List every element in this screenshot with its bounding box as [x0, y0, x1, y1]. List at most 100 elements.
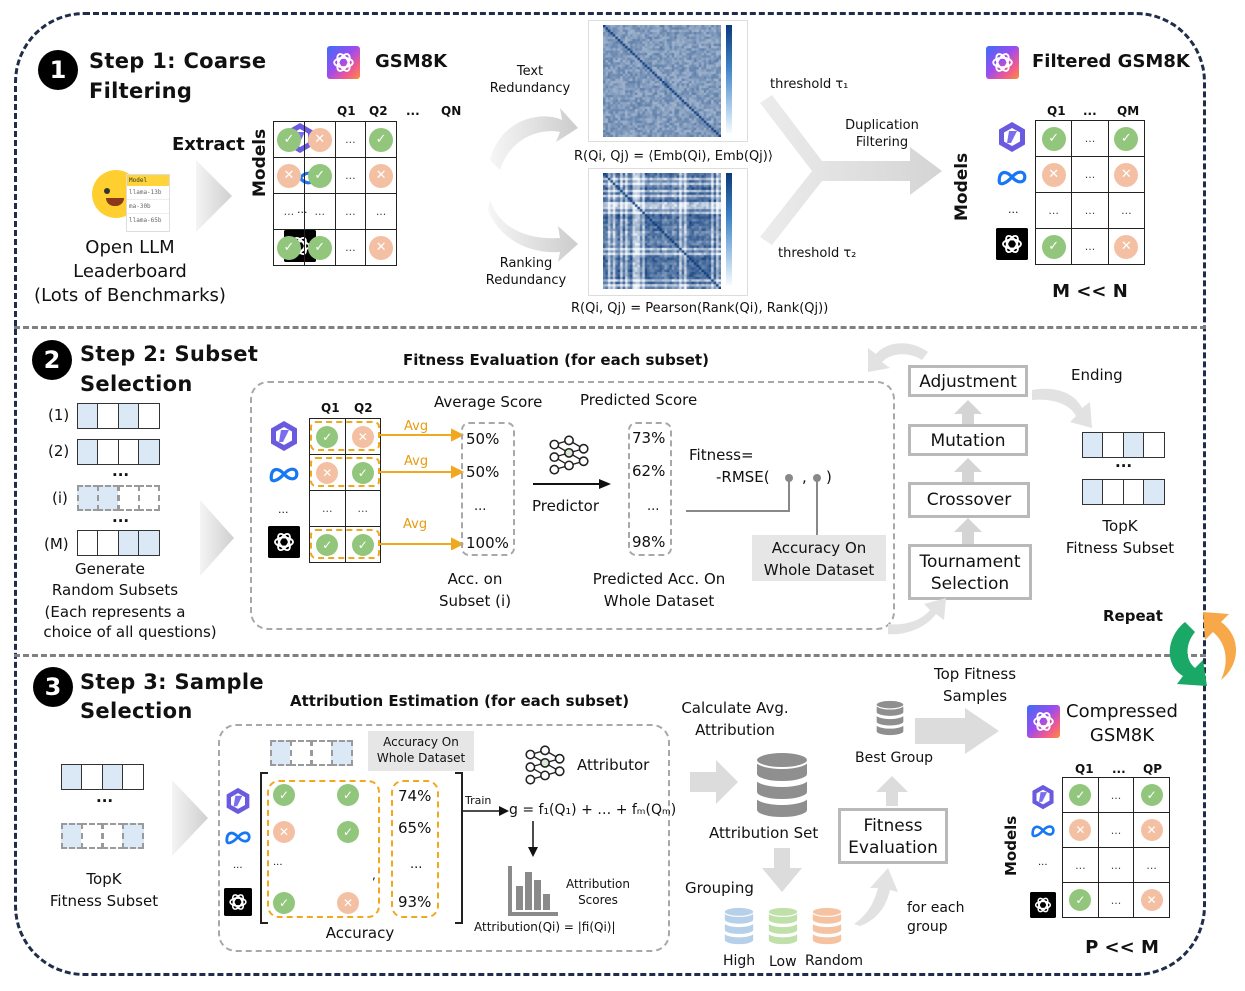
rank-correlation-formula: R(Qi, Qj) = Pearson(Rank(Qi), Rank(Qj)) [571, 301, 829, 316]
correct-mark-icon: ✓ [337, 784, 359, 806]
subset-ellipsis: ... [112, 462, 130, 480]
matrix-cell: ✓ [1062, 882, 1099, 918]
attribution-scores-line2: Scores [578, 893, 618, 907]
wrong-mark-icon: ✕ [1114, 162, 1139, 187]
accuracy-label: Accuracy [325, 924, 395, 942]
topk-to-attribution-arrow-icon [172, 780, 208, 856]
wrong-mark-icon: ✕ [276, 163, 301, 188]
compressed-col-header: QP [1143, 762, 1162, 776]
models-ellipsis: ... [1038, 857, 1048, 868]
matrix-left-bracket [260, 772, 268, 924]
accuracy-whole-dataset-box: Accuracy On Whole Dataset [752, 535, 886, 581]
attribution-estimation-box [218, 724, 670, 952]
correct-mark-icon: ✓ [337, 821, 359, 843]
wrong-mark-icon: ✕ [351, 425, 374, 448]
average-score-title: Average Score [434, 393, 543, 411]
step3-topk-line2: Fitness Subset [49, 892, 159, 910]
accuracy-value: 93% [398, 893, 432, 911]
generate-line4: choice of all questions) [43, 623, 217, 641]
ellipsis-cell-text: ... [375, 205, 387, 218]
subset-label: (M) [44, 535, 69, 553]
wrong-mark-icon: ✕ [1140, 889, 1163, 911]
threshold-1-label: threshold τ₁ [770, 77, 849, 92]
ellipsis-cell-text: ... [1110, 858, 1122, 872]
fitness-eval-line1: Fitness [863, 816, 923, 836]
subset-cell [117, 530, 140, 556]
ellipsis-cell-text: ... [345, 205, 356, 218]
matrix-cell: ✕ [1107, 156, 1146, 193]
fitness-formula-line2: -RMSE( [716, 468, 770, 486]
correct-mark-icon: ✓ [316, 533, 339, 556]
heatmap-colorbar [726, 173, 732, 285]
group-label-low: Low [769, 954, 797, 970]
repeat-label: Repeat [1103, 607, 1163, 625]
filtered-models-axis-label: Models [952, 152, 972, 221]
compressed-col-header: ... [1112, 762, 1126, 776]
subset-cell [138, 403, 160, 429]
acc-subset-line2: Subset (i) [438, 592, 512, 610]
group-label-random: Random [805, 953, 863, 969]
subset-cell [97, 530, 119, 556]
accuracy-whole-line1: Accuracy On [771, 539, 867, 557]
subset-label: (2) [48, 442, 70, 460]
attribution-set-label: Attribution Set [709, 824, 819, 842]
matrix-cell: ✓ [303, 229, 336, 266]
subset-cell [60, 764, 83, 790]
extract-arrow-icon [196, 160, 232, 232]
matrix-cell: ... [1071, 156, 1109, 193]
predicted-score-value: 62% [632, 462, 666, 480]
qwen-icon [1030, 784, 1056, 810]
meta-icon [224, 828, 252, 846]
leaderboard-logo: Model llama-13b ma-30b llama-65b [90, 166, 180, 234]
matrix-cell: ✕ [1133, 882, 1170, 918]
correct-mark-icon: ✓ [276, 235, 301, 260]
accuracy-value: 74% [398, 787, 432, 805]
best-group-up-arrow-icon [876, 776, 908, 806]
correct-mark-icon: ✓ [273, 784, 295, 806]
best-group-label: Best Group [855, 750, 934, 766]
accuracy-whole-line1: Accuracy On [383, 735, 459, 749]
matrix-cell: ... [344, 490, 381, 527]
calc-avg-line2: Attribution [695, 721, 775, 739]
fitness-connector-lines [686, 474, 821, 540]
correct-mark-icon: ✓ [351, 461, 374, 484]
step1-number-badge: 1 [38, 50, 78, 90]
topk-line1: TopK [1102, 517, 1138, 535]
qwen-icon [996, 121, 1028, 153]
matrix-cell: ✕ [365, 157, 397, 194]
acc-subset-line1: Acc. on [447, 570, 503, 588]
step3-title-line2: Selection [80, 699, 193, 723]
correct-mark-icon: ✓ [1069, 784, 1092, 806]
threshold-2-label: threshold τ₂ [778, 246, 857, 261]
subset-cell [76, 439, 99, 465]
matrix-right-bracket [455, 772, 463, 924]
topk-subset-row [1081, 432, 1165, 458]
matrix-cell: ✓ [1034, 120, 1073, 157]
gsm8k-logo-icon [327, 46, 360, 79]
repeat-cycle-icon[interactable] [1163, 610, 1243, 692]
filtered-matrix: ✓...✓✕...✕.........✓...✕ [1034, 120, 1146, 265]
fitness-formula-close: ) [826, 468, 832, 486]
current-subset-row [269, 740, 353, 766]
correct-mark-icon: ✓ [276, 127, 301, 152]
matrix-cell: ... [334, 157, 367, 194]
redundancy-split-arrows-icon [488, 108, 578, 262]
subset-cell [138, 439, 160, 465]
correct-mark-icon: ✓ [1069, 889, 1092, 911]
ellipsis-cell-text: ... [314, 205, 325, 218]
subset-cell [138, 485, 160, 511]
correct-mark-icon: ✓ [1114, 126, 1139, 151]
ranking-redundancy-line1: Ranking [499, 256, 553, 271]
predicted-score-value: ... [647, 499, 660, 514]
subset-cell [1143, 432, 1165, 458]
subset-cell [81, 823, 103, 849]
accuracy-whole-line2: Whole Dataset [763, 561, 875, 579]
matrix-cell: ✓ [273, 229, 305, 266]
for-each-group-arrow-icon [854, 868, 898, 926]
attributor-label: Attributor [577, 756, 650, 774]
subset-cell [101, 823, 124, 849]
models-ellipsis: ... [233, 860, 243, 871]
duplication-filtering-line1: Duplication [845, 118, 919, 133]
qwen-icon [268, 420, 300, 452]
step2-title-line1: Step 2: Subset [80, 342, 259, 366]
